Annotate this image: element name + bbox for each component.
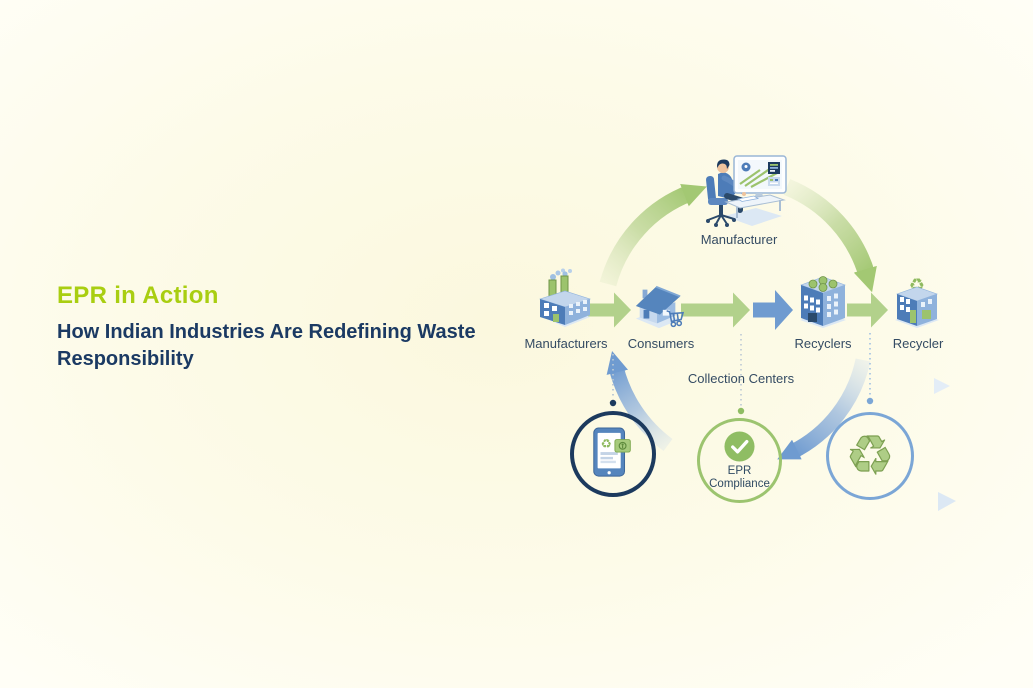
manufacturer-workstation-icon: [694, 154, 790, 239]
shopping-cart-icon: [666, 310, 685, 328]
label-recycler: Recycler: [892, 336, 944, 351]
decor-triangle: [934, 378, 950, 394]
recycle-symbol-icon: ♻: [845, 426, 895, 486]
arrow-recyclers-to-recycler: [847, 292, 888, 328]
arc-manufacturer-to-recycler: [783, 179, 877, 293]
label-recyclers: Recyclers: [794, 336, 852, 351]
arrow-consumers-to-collection: [681, 292, 750, 328]
tablet-recycle-icon: ♻: [593, 427, 631, 477]
arc-takeback-to-manufacturers: [606, 350, 673, 452]
check-icon: [724, 431, 755, 462]
arrow-collection-to-recyclers: [753, 290, 793, 330]
headline-block: EPR in Action How Indian Industries Are …: [57, 282, 482, 373]
dotted-dot-navy: [609, 399, 617, 407]
label-collection-centers: Collection Centers: [687, 371, 795, 386]
label-consumers: Consumers: [627, 336, 695, 351]
takeback-app-circle: ♻: [570, 411, 656, 497]
arrow-manufacturers-to-consumers: [588, 292, 631, 328]
factory-icon: [532, 268, 596, 335]
house-shopping-cart-icon: [630, 280, 686, 337]
label-manufacturer: Manufacturer: [700, 232, 778, 247]
arc-recyclers-to-compliance: [777, 358, 871, 460]
epr-compliance-circle: EPR Compliance: [697, 418, 782, 503]
dotted-dot-blue: [866, 397, 874, 405]
money-badge-icon: [614, 439, 631, 453]
dotted-dot-green: [737, 407, 745, 415]
decor-triangle: [938, 492, 956, 511]
arc-manufacturers-to-manufacturer: [599, 183, 707, 287]
page-title: How Indian Industries Are Redefining Was…: [57, 321, 476, 370]
epr-compliance-label: EPR Compliance: [709, 465, 770, 490]
recycling-facility-icon: [796, 268, 850, 337]
recycler-building-icon: ♻: [891, 272, 943, 337]
recycle-symbol-screen-icon: ♻: [601, 436, 612, 451]
label-manufacturers: Manufacturers: [524, 336, 608, 351]
recycling-circle: ♻: [826, 412, 914, 500]
page-kicker: EPR in Action: [57, 282, 219, 309]
